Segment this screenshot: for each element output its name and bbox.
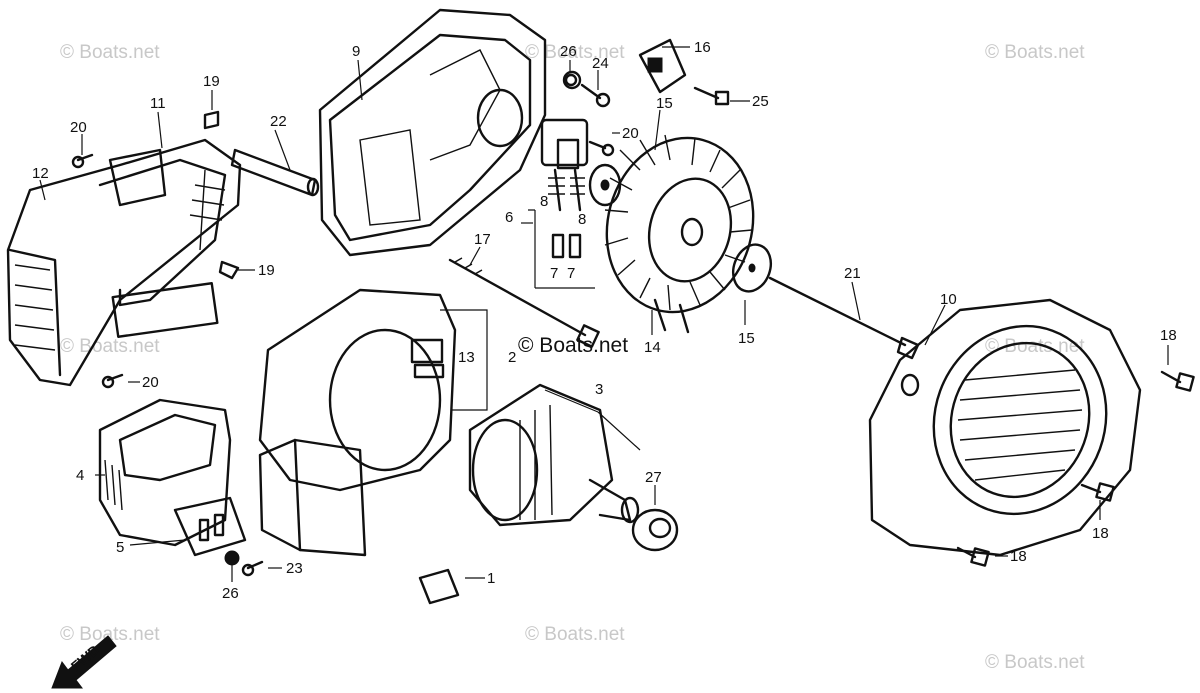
rotor-part: [468, 383, 641, 527]
callout-27: 27: [645, 469, 662, 486]
callout-5: 5: [116, 539, 124, 556]
long-bolt-part: [768, 276, 920, 360]
callout-20a: 20: [70, 119, 87, 136]
callout-19a: 19: [203, 73, 220, 90]
small-bolt-parts: [71, 70, 730, 577]
callout-18b: 18: [1092, 525, 1109, 542]
callout-1: 1: [487, 570, 495, 587]
callout-18c: 18: [1010, 548, 1027, 565]
air-shroud-part: [6, 138, 242, 387]
bolt-18-parts: [956, 370, 1195, 567]
watermark: © Boats.net: [525, 624, 625, 645]
callout-26a: 26: [560, 43, 577, 60]
callout-19b: 19: [258, 262, 275, 279]
watermark: © Boats.net: [985, 336, 1085, 357]
callout-7a: 7: [550, 265, 558, 282]
callout-22: 22: [270, 113, 287, 130]
callout-2: 2: [508, 349, 516, 366]
callout-14: 14: [644, 339, 661, 356]
callout-7b: 7: [567, 265, 575, 282]
callout-16: 16: [694, 39, 711, 56]
callout-labels: 1 2 3 4 5 6 7 7 8 8 9 10 11 12 13 14 15 …: [32, 39, 1177, 602]
disc-part: [731, 243, 773, 293]
watermark-group: © Boats.net © Boats.net © Boats.net © Bo…: [60, 42, 1085, 673]
callout-11: 11: [150, 95, 166, 112]
watermark: © Boats.net: [985, 652, 1085, 673]
bearing-part: [631, 508, 679, 552]
callout-21: 21: [844, 265, 861, 282]
callout-15a: 15: [656, 95, 673, 112]
stator-frame-part: [258, 288, 488, 557]
callout-15b: 15: [738, 330, 755, 347]
fwd-arrow-icon: [51, 635, 117, 689]
regulator-part: [638, 38, 687, 94]
grommet-part: [564, 73, 578, 87]
callout-8a: 8: [540, 193, 548, 210]
callout-10: 10: [940, 291, 957, 308]
housing-part: [318, 8, 547, 257]
leader-lines: [39, 46, 1169, 582]
brush-holder-part: [528, 118, 595, 289]
callout-24: 24: [592, 55, 609, 72]
fwd-indicator: FWD: [51, 635, 117, 689]
callout-20c: 20: [142, 374, 159, 391]
callout-3: 3: [595, 381, 603, 398]
callout-12: 12: [32, 165, 49, 182]
through-bolt-part: [448, 257, 600, 348]
callout-17: 17: [474, 231, 491, 248]
watermark: © Boats.net: [60, 336, 160, 357]
callout-9: 9: [352, 43, 360, 60]
clip-parts: [224, 550, 460, 605]
watermark: © Boats.net: [60, 42, 160, 63]
callout-13: 13: [458, 349, 475, 366]
fan-cover-part: [868, 298, 1142, 557]
watermark: © Boats.net: [525, 42, 625, 63]
callout-23: 23: [286, 560, 303, 577]
callout-18a: 18: [1160, 327, 1177, 344]
washer-part: [588, 163, 622, 207]
callout-25: 25: [752, 93, 769, 110]
pipe-part: [230, 148, 320, 197]
callout-20b: 20: [622, 125, 639, 142]
watermark: © Boats.net: [985, 42, 1085, 63]
callout-26b: 26: [222, 585, 239, 602]
callout-8b: 8: [578, 211, 586, 228]
callout-4: 4: [76, 467, 84, 484]
watermark-center: © Boats.net: [518, 334, 628, 357]
callout-6: 6: [505, 209, 513, 226]
flywheel-part: [604, 134, 755, 334]
coil-part: [98, 398, 247, 557]
watermark: © Boats.net: [60, 624, 160, 645]
